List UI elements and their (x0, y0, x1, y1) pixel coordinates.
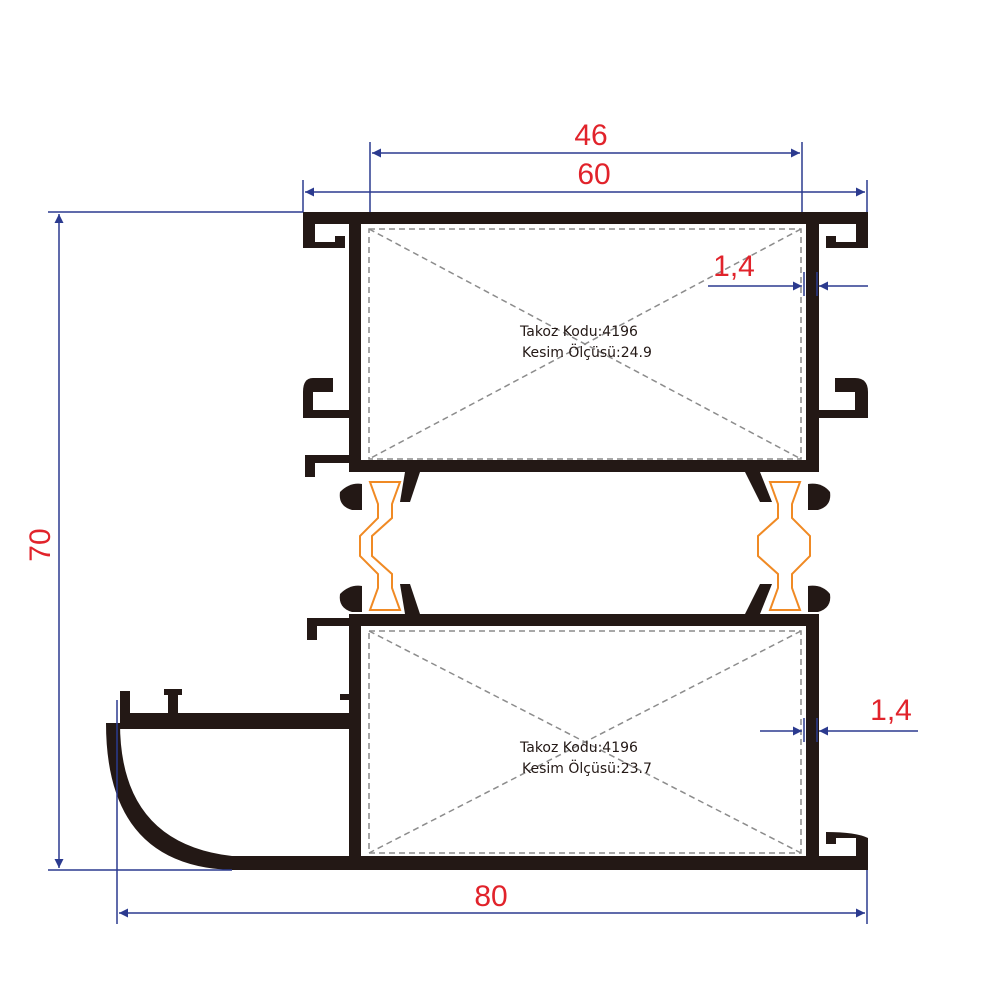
lower-block-cut: Kesim Ölçüsü:23.7 (522, 759, 652, 777)
left-gasket (359, 481, 402, 611)
upper-block-diag-2 (368, 228, 802, 460)
cover-clip (164, 689, 182, 713)
cover-lip (120, 691, 130, 713)
lower-left-hook (307, 618, 349, 640)
right-bottom-hook (826, 832, 868, 856)
cover-curve (106, 723, 232, 870)
dimension-lines (48, 142, 918, 924)
lower-left-wall (349, 626, 361, 858)
thermal-break (339, 472, 831, 614)
lower-block-code: Takoz Kodu:4196 (519, 740, 638, 756)
dim-wall-lower-label: 1,4 (870, 694, 912, 727)
top-flange (303, 212, 868, 224)
upper-block-frame (368, 228, 802, 460)
upper-block (368, 228, 802, 460)
lower-chamber (106, 614, 868, 870)
left-top-hook (303, 224, 345, 248)
upper-block-code: Takoz Kodu:4196 (519, 324, 638, 340)
upper-left-wall (349, 224, 361, 464)
cover-inner (120, 723, 361, 729)
lower-block (368, 630, 802, 854)
dim-80-label: 80 (474, 880, 507, 913)
left-lower-rib (339, 585, 362, 612)
dim-70-label: 70 (24, 528, 57, 561)
lower-left-tooth (400, 584, 420, 614)
lower-ceiling (349, 614, 819, 626)
upper-block-cut: Kesim Ölçüsü:24.9 (522, 343, 652, 361)
upper-right-tooth (745, 472, 772, 502)
upper-right-wall (806, 224, 819, 464)
lower-block-diag-2 (368, 630, 802, 854)
bottom-flange (232, 856, 868, 870)
right-upper-rib (808, 483, 831, 510)
left-mid-hook (303, 378, 349, 418)
upper-left-tooth (400, 472, 420, 502)
upper-chamber (303, 212, 868, 477)
right-lower-rib (808, 585, 831, 612)
right-mid-hook (819, 378, 868, 418)
dim-60-label: 60 (577, 158, 610, 191)
cover-notch (340, 694, 349, 700)
right-gasket (757, 481, 811, 611)
cover-arm (120, 713, 361, 723)
dim-wall-upper-label: 1,4 (713, 250, 755, 283)
left-upper-rib (339, 483, 362, 510)
dim-46-label: 46 (574, 119, 607, 152)
lower-right-tooth (745, 584, 772, 614)
left-lower-hook (305, 455, 349, 477)
lower-block-frame (368, 630, 802, 854)
lower-right-wall (806, 626, 819, 858)
right-top-hook (826, 224, 868, 248)
upper-floor (349, 460, 819, 472)
